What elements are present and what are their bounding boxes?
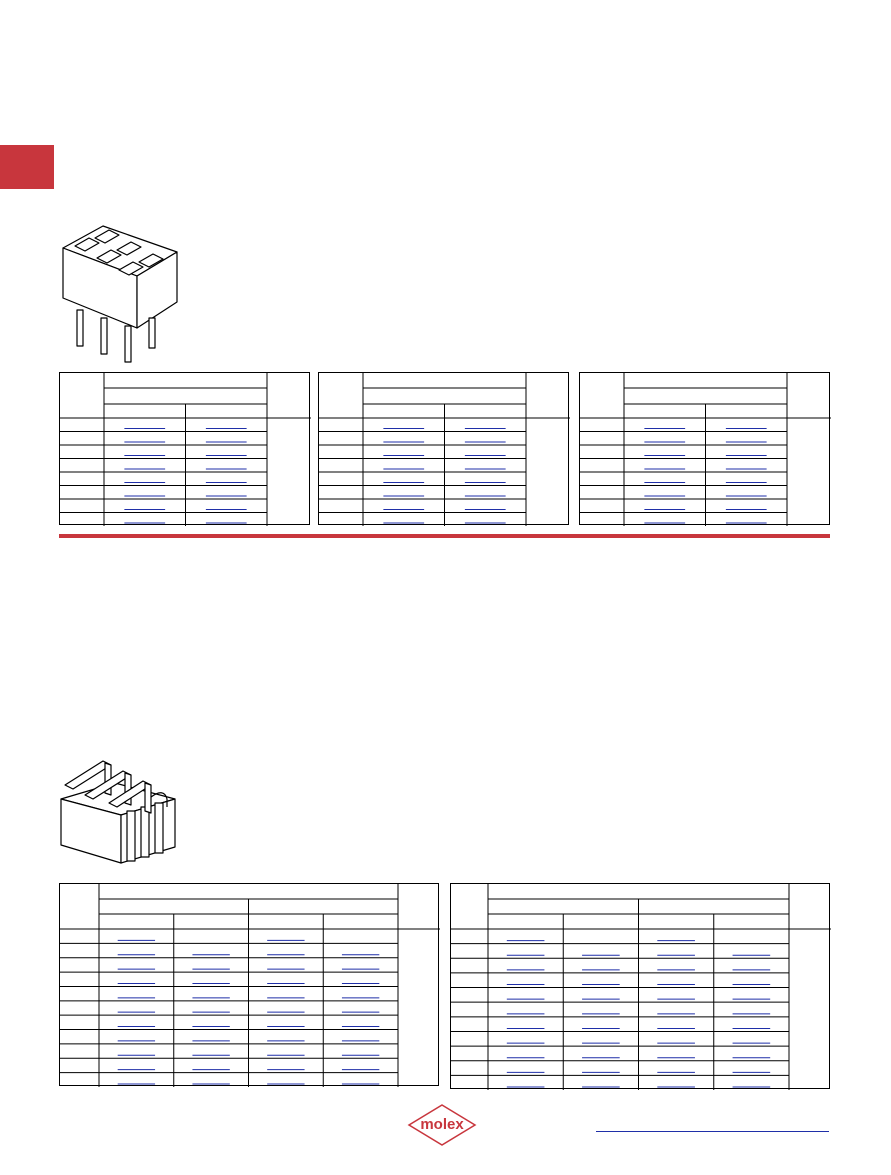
vertical-receptacle-header-image xyxy=(55,218,185,368)
table-grid xyxy=(60,373,311,526)
molex-logo-icon: molex xyxy=(407,1104,477,1146)
logo-text: molex xyxy=(420,1116,464,1133)
part-number-table-1 xyxy=(59,372,311,526)
footer-link-underline[interactable] xyxy=(596,1131,829,1132)
part-number-table-5 xyxy=(450,883,831,1090)
table-grid xyxy=(319,373,570,526)
part-number-table-2 xyxy=(318,372,570,526)
connector-vertical-drawing xyxy=(62,225,178,363)
part-number-table-4 xyxy=(59,883,440,1087)
connector-right-angle-drawing xyxy=(60,760,176,864)
part-number-table-3 xyxy=(579,372,831,526)
right-angle-receptacle-header-image xyxy=(55,755,180,870)
section-tab xyxy=(0,145,54,189)
molex-logo: molex xyxy=(407,1103,477,1147)
table-grid xyxy=(451,884,831,1090)
table-grid xyxy=(60,884,440,1087)
section-divider xyxy=(59,534,830,538)
table-grid xyxy=(580,373,831,526)
